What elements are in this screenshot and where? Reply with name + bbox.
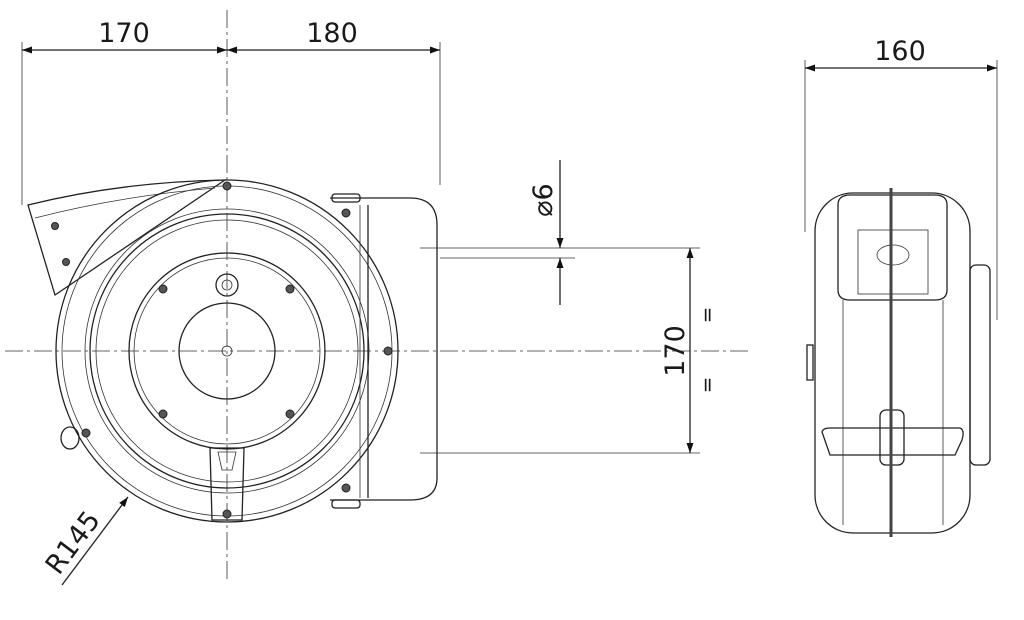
dim-left-width: 170: [98, 18, 150, 49]
mount-height-dimension: 170 = =: [420, 248, 719, 454]
equal-mark-bottom: =: [695, 377, 719, 394]
dim-mount-height: 170: [660, 325, 691, 377]
radius-dimension: R145: [40, 496, 129, 586]
equal-mark-top: =: [695, 307, 719, 324]
side-view-reel: 160: [804, 36, 998, 537]
dim-right-width: 180: [306, 18, 358, 49]
dim-hose-diameter: ⌀6: [528, 183, 559, 216]
dim-side-depth: 160: [874, 36, 926, 67]
top-dimension: 170 180: [21, 18, 441, 205]
hose-diameter-dimension: ⌀6: [420, 160, 700, 305]
front-view-reel: [27, 179, 438, 523]
